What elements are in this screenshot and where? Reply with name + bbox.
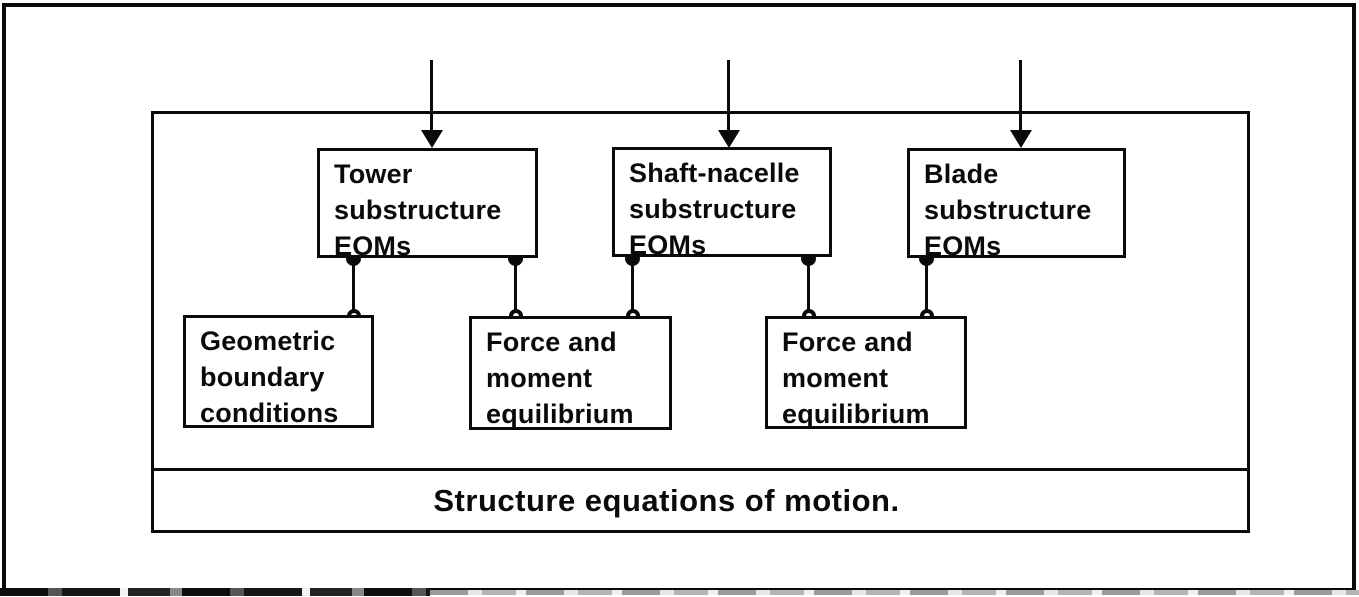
box-label: Force and moment equilibrium: [782, 327, 930, 429]
box-label: Tower substructure EOMs: [334, 159, 502, 261]
down-arrow-icon: [1010, 130, 1032, 148]
connector-shaft-to-force1: [631, 256, 634, 317]
input-arrow-line-shaft: [727, 60, 730, 134]
box-blade-substructure-eoms: Blade substructure EOMs: [907, 148, 1126, 261]
box-force-moment-equilibrium-2: Force and moment equilibrium: [765, 316, 967, 429]
connector-tower-to-force1: [514, 256, 517, 317]
input-arrow-line-blade: [1019, 60, 1022, 134]
box-force-moment-equilibrium-1: Force and moment equilibrium: [469, 316, 672, 430]
input-arrow-line-tower: [430, 60, 433, 134]
structure-eom-container: [151, 111, 1250, 533]
box-label: Blade substructure EOMs: [924, 159, 1092, 261]
box-shaft-nacelle-substructure-eoms: Shaft-nacelle substructure EOMs: [612, 147, 832, 260]
box-label: Geometric boundary conditions: [200, 326, 339, 428]
scan-artifact-strip-dark: [0, 588, 430, 596]
scan-artifact-strip-light: [430, 590, 1359, 595]
connector-tower-to-geometric: [352, 256, 355, 317]
box-label: Force and moment equilibrium: [486, 327, 634, 429]
down-arrow-icon: [421, 130, 443, 148]
container-divider-line: [151, 468, 1250, 471]
outer-frame: [2, 3, 1356, 591]
container-label: Structure equations of motion.: [433, 483, 900, 518]
box-geometric-boundary-conditions: Geometric boundary conditions: [183, 315, 374, 428]
connector-blade-to-force2: [925, 256, 928, 317]
container-label-band: Structure equations of motion.: [151, 471, 1250, 531]
box-tower-substructure-eoms: Tower substructure EOMs: [317, 148, 538, 261]
box-label: Shaft-nacelle substructure EOMs: [629, 158, 800, 260]
down-arrow-icon: [718, 130, 740, 148]
connector-shaft-to-force2: [807, 256, 810, 317]
